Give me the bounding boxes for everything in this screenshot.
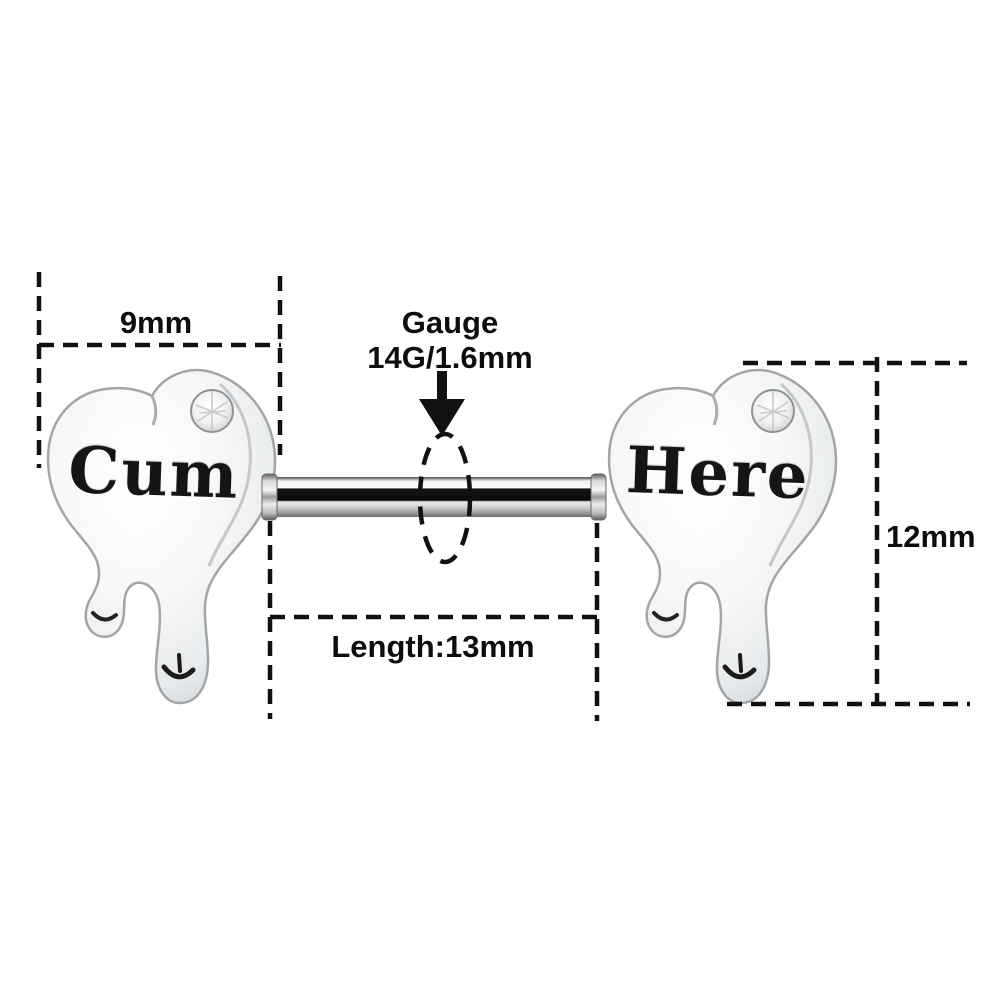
height-label: 12mm [886,519,976,554]
gauge-ellipse [417,431,473,565]
gauge-value: 14G/1.6mm [367,340,533,375]
barbell-bar-left-cap [261,473,278,521]
gauge-arrow-icon [419,399,465,436]
right-heart-engraving: Here [624,433,811,515]
left-heart-engraving: Cum [67,433,241,514]
gauge-title: Gauge [401,305,499,340]
barbell [261,473,607,521]
dimension-lines [36,272,970,721]
barbell-bar [266,477,604,517]
right-heart-charm [609,370,836,703]
left-heart-charm [48,370,275,703]
length-label: Length:13mm [331,629,535,664]
barbell-bar-right-cap [590,473,607,521]
width-label: 9mm [119,305,193,340]
